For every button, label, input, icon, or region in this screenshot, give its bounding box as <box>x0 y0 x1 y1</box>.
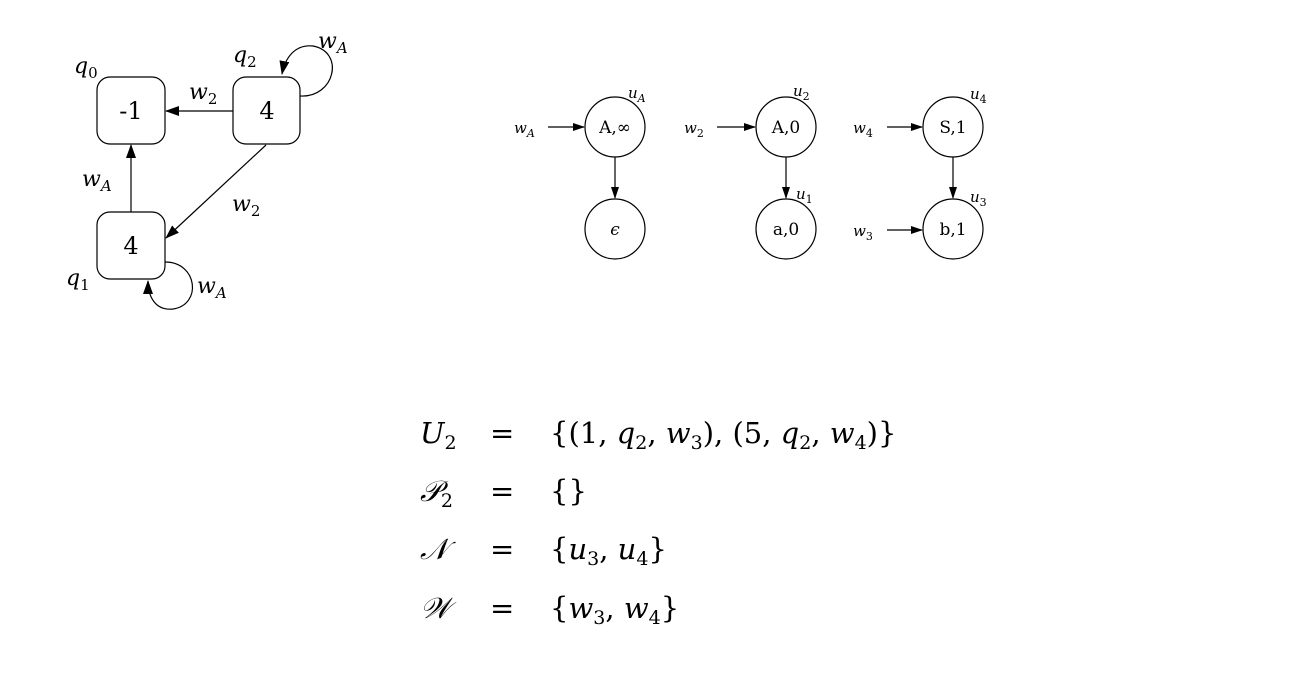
node-label: A,∞ <box>598 118 631 138</box>
equations: U2 = {(1, q2, w3), (5, q2, w4)} 𝒫2 = {} … <box>420 416 896 629</box>
equation-u2: U2 = {(1, q2, w3), (5, q2, w4)} <box>420 416 896 456</box>
input-label: w2 <box>684 119 704 140</box>
tree-node <box>584 96 646 158</box>
state-q0-value: -1 <box>119 97 142 125</box>
node-label: a,0 <box>773 220 799 240</box>
automaton: -1 4 4 q0 q2 q1 w2 wA w2 wA wA <box>66 29 348 310</box>
node-name: u3 <box>970 188 987 209</box>
state-q1-label: q1 <box>66 266 90 294</box>
edge-label-loop-q2: wA <box>318 29 348 57</box>
self-loop-q2 <box>279 45 333 97</box>
state-q0 <box>96 76 166 145</box>
edge-label-loop-q1: wA <box>197 274 227 302</box>
node-label: b,1 <box>939 220 966 240</box>
state-q2 <box>232 76 301 145</box>
tree-3: S,1 b,1 w4 w3 u4 u3 <box>853 85 987 260</box>
state-q2-value: 4 <box>259 97 274 125</box>
edge-q2-q1 <box>165 144 267 239</box>
edge-label-q2-q1: w2 <box>232 192 260 220</box>
node-name: u4 <box>970 85 987 106</box>
self-loop-q1 <box>143 261 194 310</box>
input-label: w3 <box>853 222 873 243</box>
node-name: u2 <box>793 82 810 103</box>
tree-node <box>922 198 984 260</box>
edge-label-q1-q0: wA <box>82 167 112 195</box>
equation-p2: 𝒫2 = {} <box>420 474 587 514</box>
input-label: wA <box>514 119 535 140</box>
state-q1 <box>96 211 166 280</box>
equation-n: 𝒩 = {u3, u4} <box>420 532 667 570</box>
edge-label-q2-q0: w2 <box>189 80 217 108</box>
node-name: u1 <box>796 185 813 206</box>
tree-1: A,∞ ϵ wA uA <box>514 84 646 260</box>
tree-2: A,0 a,0 w2 u2 u1 <box>684 82 817 260</box>
state-q0-label: q0 <box>74 54 98 82</box>
tree-node <box>755 198 817 260</box>
state-q1-value: 4 <box>123 232 138 260</box>
state-q2-label: q2 <box>233 43 257 71</box>
node-label: ϵ <box>610 220 620 240</box>
tree-node <box>922 96 984 158</box>
node-name: uA <box>628 84 646 105</box>
node-label: S,1 <box>939 118 966 138</box>
input-label: w4 <box>853 119 873 140</box>
tree-node <box>755 96 817 158</box>
node-label: A,0 <box>771 118 801 138</box>
tree-node <box>584 198 646 260</box>
equation-w: 𝒲 = {w3, w4} <box>420 591 679 629</box>
